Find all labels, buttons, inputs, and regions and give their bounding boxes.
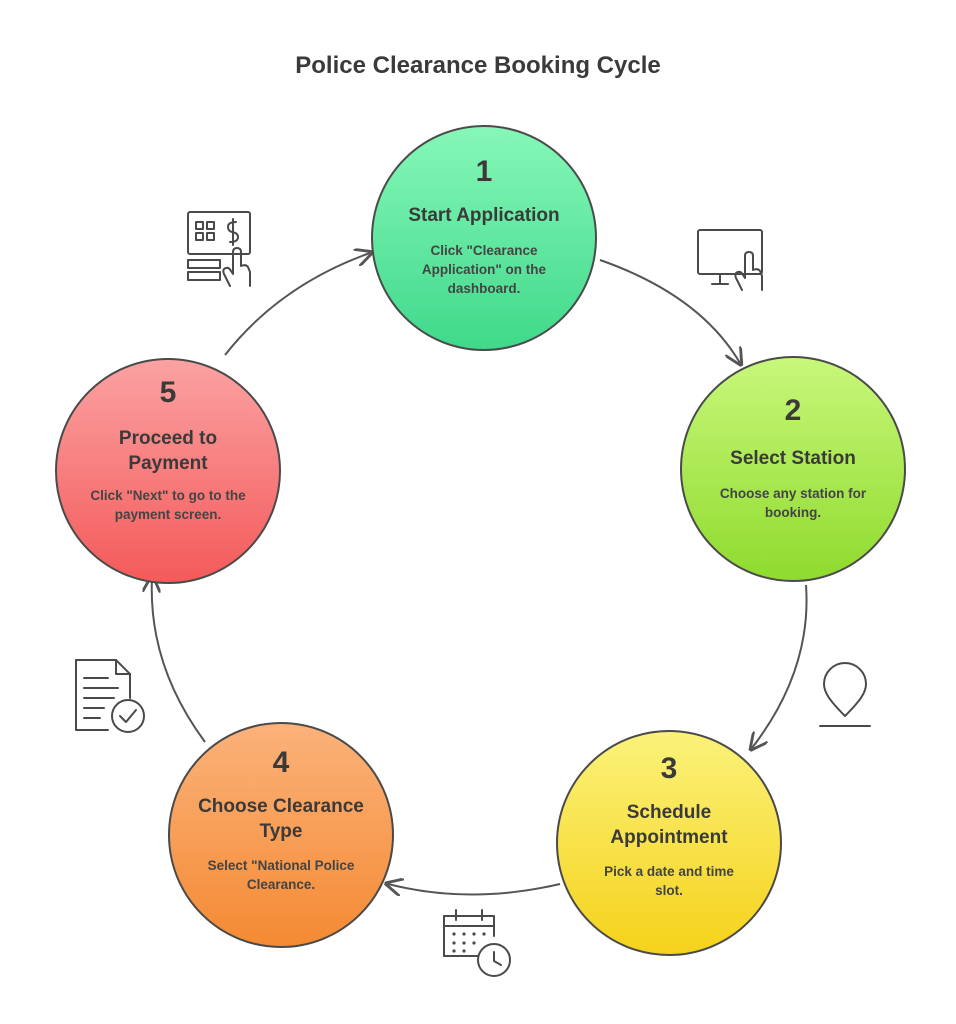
step-number: 3 [660,752,678,785]
step-heading: Choose Clearance Type [198,796,364,842]
step-description: Select "National Police Clearance. [207,858,355,892]
arrow-1-to-2 [599,259,740,363]
diagram-title: Police Clearance Booking Cycle [295,52,661,79]
document-check-icon [75,659,145,733]
step-1-circle: 1 Start Application Click "Clearance App… [371,125,597,351]
step-number: 1 [475,155,493,188]
arrow-3-to-4 [388,884,561,895]
step-2-circle: 2 Select Station Choose any station for … [680,356,906,582]
step-heading: Schedule Appointment [610,802,728,848]
step-number: 4 [272,746,290,779]
step-heading: Select Station [730,448,856,469]
step-heading: Start Application [408,205,560,226]
step-description: Click "Next" to go to the payment screen… [90,488,246,522]
payment-terminal-icon [187,211,251,287]
step-3-circle: 3 Schedule Appointment Pick a date and t… [556,730,782,956]
calendar-clock-icon [443,909,511,977]
step-heading: Proceed to Payment [118,428,218,474]
step-5-circle: 5 Proceed to Payment Click "Next" to go … [55,358,281,584]
touchscreen-monitor-icon [697,229,763,291]
arrow-5-to-1 [224,253,370,356]
step-number: 5 [159,376,177,409]
arrow-2-to-3 [752,584,808,748]
step-number: 2 [784,394,802,427]
step-description: Pick a date and time slot. [604,864,734,898]
arrow-4-to-5 [152,578,206,743]
location-pin-icon [819,662,871,727]
step-description: Click "Clearance Application" on the das… [421,243,547,296]
step-4-circle: 4 Choose Clearance Type Select "National… [168,722,394,948]
step-description: Choose any station for booking. [719,486,867,520]
